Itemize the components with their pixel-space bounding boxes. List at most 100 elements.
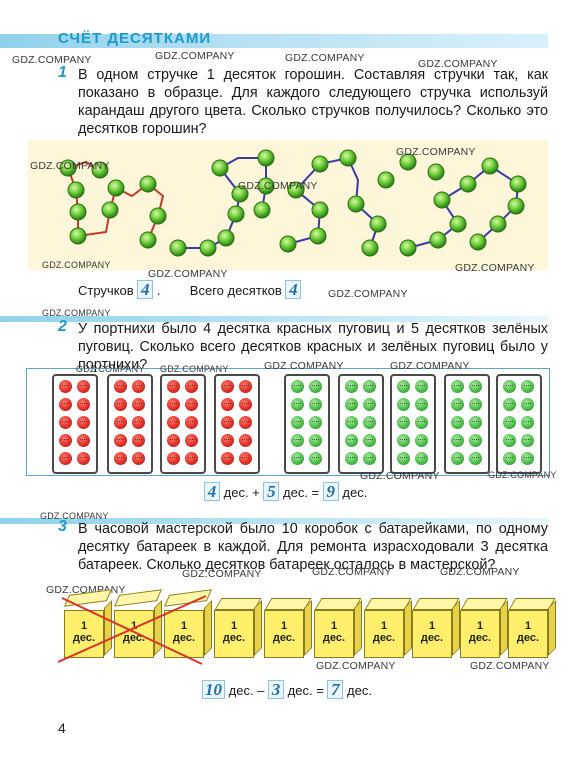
green-button [291,398,304,411]
used-tens-answer-box[interactable]: 3 [268,680,285,699]
green-button [503,416,516,429]
unit-label: дес. + [223,485,260,500]
task3-answer: 10 дес. – 3 дес. = 7 дес. [202,680,372,699]
red-button [239,380,252,393]
green-button [363,398,376,411]
task-number: 3 [58,518,67,535]
red-buttons-card [160,374,206,474]
total-tens-answer-box[interactable]: 9 [322,482,339,501]
watermark: GDZ.COMPANY [455,262,535,274]
cross-line [61,597,203,665]
unit-label: дес. [347,683,372,698]
pod-line [407,164,520,249]
watermark: GDZ.COMPANY [12,54,92,66]
task-number: 2 [58,318,67,335]
green-button [503,434,516,447]
header-bar [0,34,548,48]
box-label-number: 1 [180,620,188,632]
box-front [460,610,500,658]
watermark: GDZ.COMPANY [328,288,408,300]
unit-label: дес. = [283,485,320,500]
box-label-unit: дес. [72,632,96,644]
red-button [167,398,180,411]
watermark: GDZ.COMPANY [418,58,498,70]
box-label-unit: дес. [272,632,296,644]
total-answer-box[interactable]: 4 [285,280,302,299]
pod-line [66,160,165,241]
red-button [77,398,90,411]
watermark: GDZ.COMPANY [396,146,476,158]
box-label-number: 1 [230,620,238,632]
box-label-number: 1 [476,620,484,632]
box-label-unit: дес. [420,632,444,644]
red-button [167,434,180,447]
green-button [309,434,322,447]
task-text: В одном стручке 1 десяток горошин. Соста… [78,67,548,137]
box-label-number: 1 [380,620,388,632]
green-button [451,380,464,393]
green-button [415,380,428,393]
red-button [77,452,90,465]
watermark: GDZ.COMPANY [264,360,344,372]
green-tens-answer-box[interactable]: 5 [263,482,280,501]
pods-label: Стручков [78,283,134,298]
box-front [314,610,354,658]
red-button [132,380,145,393]
red-button [59,452,72,465]
watermark: GDZ.COMPANY [148,268,228,280]
red-button [221,380,234,393]
green-button [363,416,376,429]
box-front [264,610,304,658]
green-button [469,416,482,429]
green-buttons-card [338,374,384,474]
green-button [469,452,482,465]
pod-line [178,157,267,249]
red-button [132,452,145,465]
green-button [521,434,534,447]
box-front [214,610,254,658]
box-side [354,600,362,656]
pods-answer-box[interactable]: 4 [137,280,154,299]
watermark: GDZ.COMPANY [285,52,365,64]
green-button [291,434,304,447]
green-button [469,380,482,393]
pea-pods-illustration [28,140,548,270]
green-button [397,380,410,393]
cross-out-mark [57,595,207,665]
left-tens-answer-box[interactable]: 7 [327,680,344,699]
red-tens-answer-box[interactable]: 4 [204,482,220,501]
green-button [397,452,410,465]
green-button [309,416,322,429]
green-buttons-card [390,374,436,474]
box-side [500,600,508,656]
box-label-number: 1 [80,620,88,632]
red-button [185,452,198,465]
green-button [469,434,482,447]
box-label-unit: дес. [172,632,196,644]
green-button [345,380,358,393]
red-button [77,380,90,393]
watermark: GDZ.COMPANY [316,660,396,672]
box-label-number: 1 [280,620,288,632]
section-divider [0,518,548,524]
start-tens-answer-box[interactable]: 10 [202,680,225,699]
green-button [521,380,534,393]
red-button [185,416,198,429]
pod-line [287,156,380,249]
green-button [309,380,322,393]
watermark: GDZ.COMPANY [238,180,318,192]
box-label-unit: дес. [516,632,540,644]
watermark: GDZ.COMPANY [30,160,110,172]
green-button [397,434,410,447]
red-button [132,434,145,447]
box-label-unit: дес. [372,632,396,644]
watermark: GDZ.COMPANY [76,364,145,374]
watermark: GDZ.COMPANY [182,568,262,580]
watermark: GDZ.COMPANY [360,470,440,482]
red-button [167,416,180,429]
red-button [114,416,127,429]
